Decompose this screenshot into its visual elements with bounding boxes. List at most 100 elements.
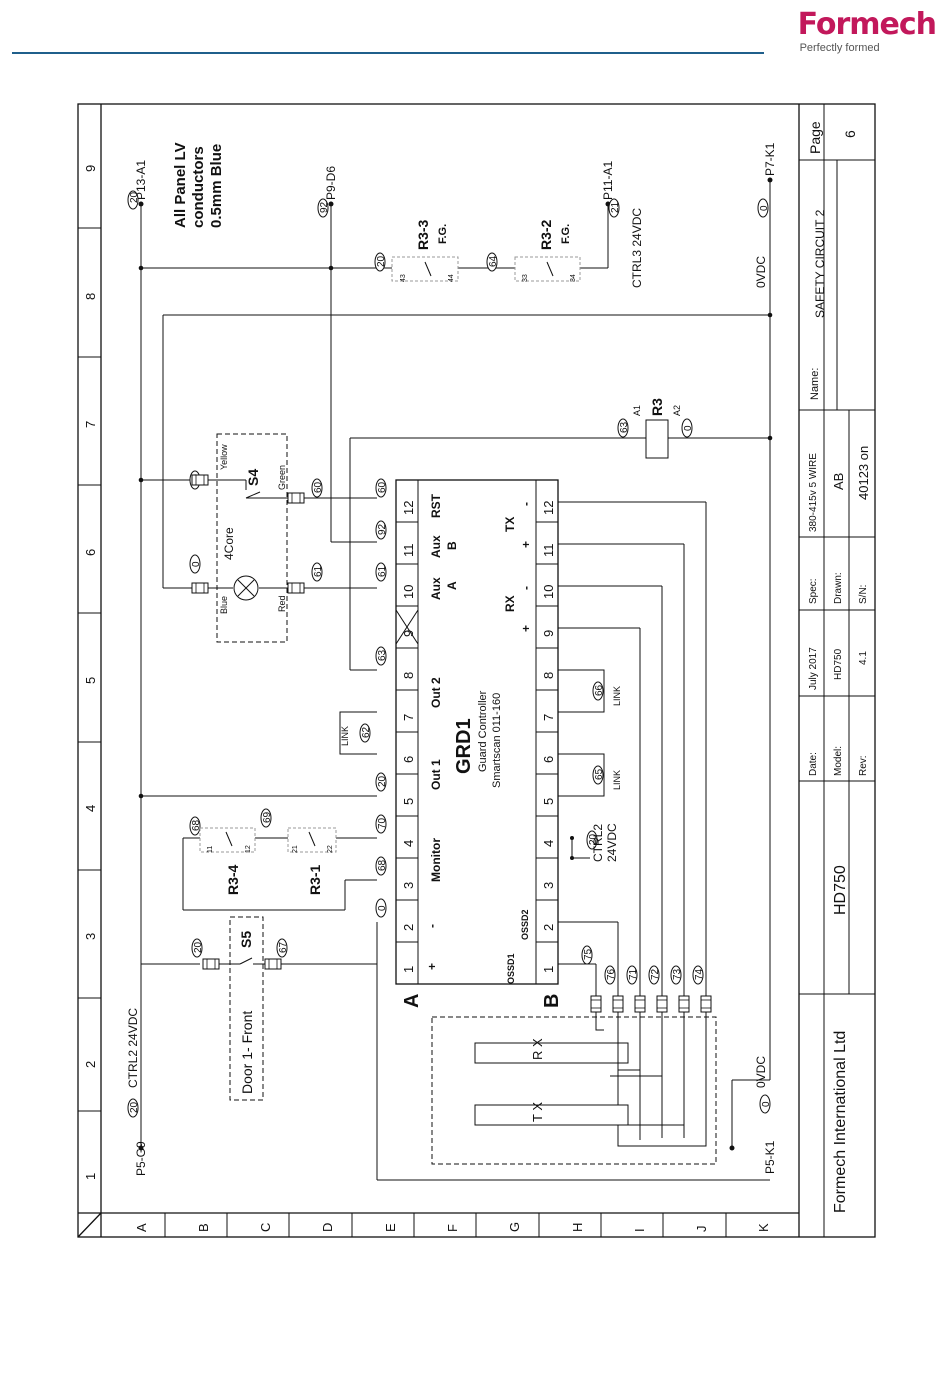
wire-tag: 20 (586, 830, 599, 850)
coil-label: R3 (649, 398, 665, 416)
wire-tag: 20 (127, 1098, 140, 1118)
rx-label: RX (503, 595, 517, 612)
b-terminal: 11 (541, 544, 556, 558)
ossd1-label: OSSD1 (506, 953, 516, 984)
wire-tag: 67 (276, 938, 289, 958)
col-label: 2 (83, 1061, 98, 1068)
panel-note: All Panel LV conductors 0.5mm Blue (172, 142, 225, 228)
svg-text:22: 22 (327, 845, 334, 853)
wire-tag: 68 (189, 816, 202, 836)
rx-beam-label: R X (530, 1038, 545, 1060)
monitor-label: Monitor (429, 838, 443, 882)
svg-text:68: 68 (191, 819, 202, 831)
model-key: Model: (833, 746, 844, 776)
row-label: E (383, 1223, 398, 1232)
svg-text:68: 68 (377, 859, 388, 871)
svg-text:0: 0 (683, 425, 694, 431)
a-terminal: 2 (401, 924, 416, 931)
rx-plus: + (519, 625, 533, 632)
row-label: I (632, 1228, 647, 1232)
aux-a-label: A (445, 581, 459, 590)
switch-s5: S5 Door 1- Front (202, 916, 282, 1101)
svg-text:0: 0 (761, 1101, 772, 1107)
svg-text:20: 20 (376, 255, 387, 267)
wire-tag: 63 (617, 418, 630, 438)
relay-coil-r3: A1 A2 R3 (625, 398, 690, 459)
svg-text:21: 21 (610, 201, 621, 213)
col-label: 5 (83, 677, 98, 684)
ossd2-label: OSSD2 (520, 909, 530, 940)
rev-value: 4.1 (858, 651, 869, 665)
svg-text:43: 43 (400, 274, 407, 282)
svg-text:76: 76 (606, 968, 617, 980)
rail-ovdc-right: 0VDC (754, 256, 768, 288)
wire-tag: 71 (626, 965, 639, 985)
a-terminal: 3 (401, 882, 416, 889)
title-block-text: Formech International Ltd HD750 Date: Ju… (807, 121, 871, 1213)
b-terminal: 10 (541, 585, 556, 599)
svg-text:20: 20 (588, 833, 599, 845)
row-a-label: A (401, 994, 423, 1008)
svg-text:60: 60 (377, 481, 388, 493)
svg-text:0: 0 (759, 205, 770, 211)
wire-tag: 20 (191, 938, 204, 958)
wire-color: Red (277, 595, 287, 612)
row-label: B (196, 1223, 211, 1232)
a-terminal: 12 (401, 501, 416, 515)
col-label: 1 (83, 1173, 98, 1180)
logo-name: Formech (797, 7, 937, 42)
svg-text:20: 20 (129, 191, 140, 203)
wire-tag: 20 (374, 252, 387, 272)
svg-text:65: 65 (594, 768, 605, 780)
svg-text:A2: A2 (672, 405, 682, 416)
door-label: Door 1- Front (239, 1011, 255, 1094)
ref-p11a1: P11-A1 (601, 161, 615, 200)
relay-contact-r3-4: 11 12 R3-4 (199, 827, 256, 895)
ctrl2-label: CTRL2 (591, 824, 605, 862)
col-label: 4 (83, 805, 98, 812)
a-terminal: 6 (401, 756, 416, 763)
wire-tag: 61 (375, 562, 388, 582)
row-label: D (320, 1223, 335, 1232)
b-terminal: 7 (541, 714, 556, 721)
wire-tag: 0 (757, 198, 770, 218)
relay-label: R3-1 (307, 864, 323, 895)
rx-minus: - (519, 586, 533, 590)
drawn-key: Drawn: (833, 572, 844, 604)
sheet-name: SAFETY CIRCUIT 2 (813, 209, 827, 318)
spec-value: 380-415v 5 WIRE (808, 453, 819, 532)
switch-s4: Yellow Blue Green Red 4Core S4 (191, 433, 305, 643)
relay-contact-r3-3: 43 44 R3-3 F.G. (391, 219, 459, 282)
svg-text:64: 64 (488, 255, 499, 267)
wire-tag: 61 (311, 562, 324, 582)
light-curtain: R X T X (431, 995, 717, 1165)
wire-tag: 66 (592, 681, 605, 701)
relay-contact-r3-2: 33 34 R3-2 F.G. (514, 219, 581, 282)
grd1-name: GRD1 (453, 718, 475, 774)
row-b-label: B (541, 994, 563, 1008)
ref-p5g9: P5-G9 (134, 1141, 148, 1176)
a-terminal: 9 (401, 630, 416, 637)
plus-label: + (425, 963, 439, 970)
b-terminal: 2 (541, 924, 556, 931)
a-terminal: 4 (401, 840, 416, 847)
a-terminal: 5 (401, 798, 416, 805)
b-terminal: 8 (541, 672, 556, 679)
rail-ctrl3: CTRL3 24VDC (630, 208, 644, 288)
page-key: Page (807, 121, 823, 154)
rev-key: Rev: (858, 755, 869, 776)
company-name: Formech International Ltd (832, 1031, 849, 1213)
svg-text:72: 72 (650, 968, 661, 980)
wire-tag: 72 (648, 965, 661, 985)
drawn-value: AB (831, 473, 846, 490)
wiring (140, 180, 771, 1181)
svg-text:63: 63 (377, 649, 388, 661)
b-terminal: 3 (541, 882, 556, 889)
wire-tag: 74 (692, 965, 705, 985)
svg-text:74: 74 (694, 968, 705, 980)
wire-tag: 0 (375, 898, 388, 918)
wire-tag: 92 (317, 198, 330, 218)
b-terminal: 6 (541, 756, 556, 763)
row-labels: A B C D E F G H I J K (134, 1222, 771, 1232)
wire-tag: 64 (486, 252, 499, 272)
